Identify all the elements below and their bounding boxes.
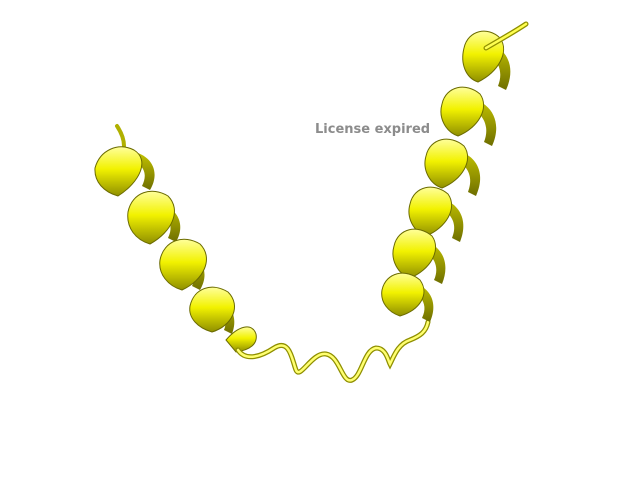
coil-loop <box>235 319 431 383</box>
left-helix <box>94 124 257 353</box>
right-helix <box>381 21 529 322</box>
license-expired-watermark: License expired <box>315 122 431 137</box>
